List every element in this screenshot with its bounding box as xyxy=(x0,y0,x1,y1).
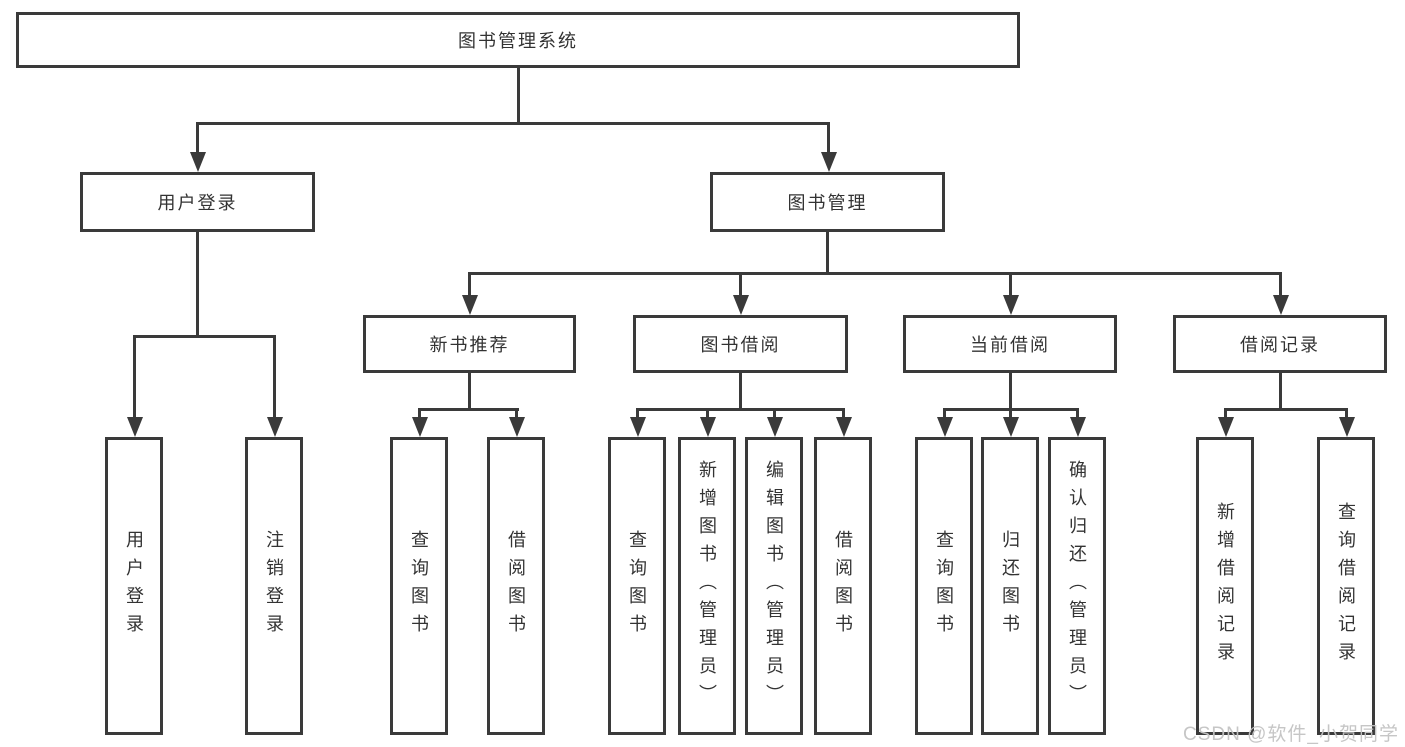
connector-line xyxy=(273,335,276,419)
node-new-book-recommendation: 新书推荐 xyxy=(363,315,576,373)
csdn-watermark: CSDN @软件_小贺同学 xyxy=(1183,724,1399,745)
leaf-return-books: 归还图书 xyxy=(981,437,1039,735)
leaf-borrow-books-recommend: 借阅图书 xyxy=(487,437,545,735)
connector-line xyxy=(418,408,519,411)
arrowhead-down-icon xyxy=(821,152,837,172)
leaf-edit-books-admin: 编辑图书（管理员） xyxy=(745,437,803,735)
connector-line xyxy=(1009,272,1012,297)
leaf-add-books-admin: 新增图书（管理员） xyxy=(678,437,736,735)
connector-line xyxy=(706,408,709,419)
arrowhead-down-icon xyxy=(1003,295,1019,315)
node-library-system: 图书管理系统 xyxy=(16,12,1020,68)
leaf-logout: 注销登录 xyxy=(245,437,303,735)
connector-line xyxy=(1279,373,1282,408)
arrowhead-down-icon xyxy=(733,295,749,315)
arrowhead-down-icon xyxy=(267,417,283,437)
arrowhead-down-icon xyxy=(1273,295,1289,315)
arrowhead-down-icon xyxy=(462,295,478,315)
connector-line xyxy=(773,408,776,419)
connector-line xyxy=(1345,408,1348,419)
leaf-borrow-books: 借阅图书 xyxy=(814,437,872,735)
leaf-confirm-return-admin: 确认归还（管理员） xyxy=(1048,437,1106,735)
connector-line xyxy=(468,272,1282,275)
connector-line xyxy=(636,408,845,411)
connector-line xyxy=(468,272,471,297)
connector-line xyxy=(515,408,518,419)
leaf-query-books-current: 查询图书 xyxy=(915,437,973,735)
arrowhead-down-icon xyxy=(412,417,428,437)
leaf-query-books-borrow: 查询图书 xyxy=(608,437,666,735)
arrowhead-down-icon xyxy=(836,417,852,437)
connector-line xyxy=(1279,272,1282,297)
arrowhead-down-icon xyxy=(127,417,143,437)
connector-line xyxy=(842,408,845,419)
connector-line xyxy=(1224,408,1227,419)
arrowhead-down-icon xyxy=(937,417,953,437)
node-book-management: 图书管理 xyxy=(710,172,945,232)
leaf-add-borrow-record: 新增借阅记录 xyxy=(1196,437,1254,735)
arrowhead-down-icon xyxy=(1070,417,1086,437)
arrowhead-down-icon xyxy=(509,417,525,437)
connector-line xyxy=(826,232,829,272)
arrowhead-down-icon xyxy=(1339,417,1355,437)
connector-line xyxy=(943,408,946,419)
connector-line xyxy=(1076,408,1079,419)
connector-line xyxy=(196,232,199,335)
leaf-user-login: 用户登录 xyxy=(105,437,163,735)
connector-line xyxy=(739,373,742,408)
arrowhead-down-icon xyxy=(190,152,206,172)
arrowhead-down-icon xyxy=(767,417,783,437)
connector-line xyxy=(133,335,136,419)
connector-line xyxy=(1009,373,1012,408)
connector-line xyxy=(196,122,199,154)
arrowhead-down-icon xyxy=(700,417,716,437)
connector-line xyxy=(1224,408,1348,411)
connector-line xyxy=(1009,408,1012,419)
arrowhead-down-icon xyxy=(1218,417,1234,437)
arrowhead-down-icon xyxy=(630,417,646,437)
leaf-query-books-recommend: 查询图书 xyxy=(390,437,448,735)
arrowhead-down-icon xyxy=(1003,417,1019,437)
node-book-borrowing: 图书借阅 xyxy=(633,315,848,373)
connector-line xyxy=(827,122,830,154)
connector-line xyxy=(196,122,830,125)
connector-line xyxy=(517,68,520,122)
node-user-login: 用户登录 xyxy=(80,172,315,232)
connector-line xyxy=(133,335,276,338)
connector-line xyxy=(418,408,421,419)
node-borrowing-records: 借阅记录 xyxy=(1173,315,1387,373)
connector-line xyxy=(636,408,639,419)
node-current-borrowing: 当前借阅 xyxy=(903,315,1117,373)
connector-line xyxy=(468,373,471,408)
connector-line xyxy=(739,272,742,297)
leaf-query-borrow-record: 查询借阅记录 xyxy=(1317,437,1375,735)
